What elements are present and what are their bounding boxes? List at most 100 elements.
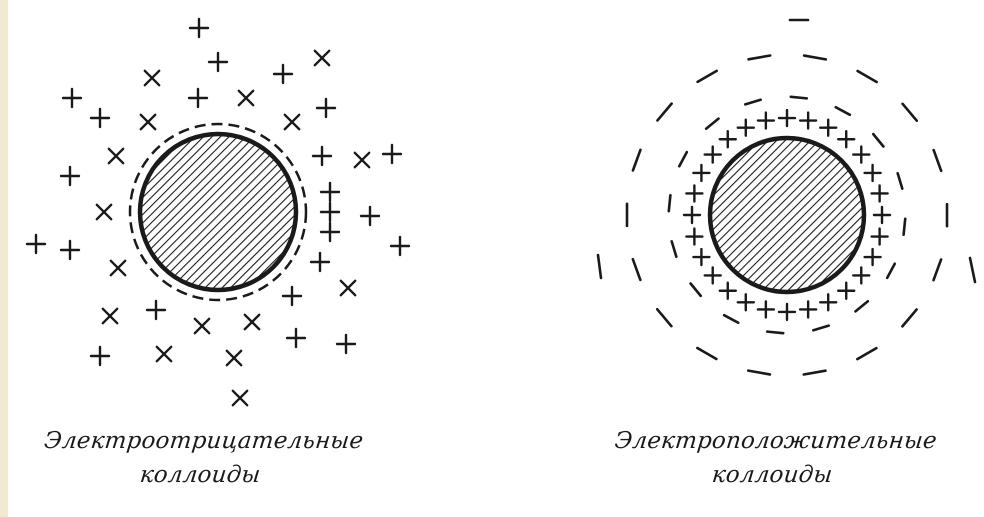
left-colloid	[27, 19, 409, 405]
plus-sign	[838, 283, 854, 299]
plus-sign	[838, 131, 854, 147]
plus-sign	[383, 145, 401, 163]
minus-dash	[804, 371, 826, 375]
minus-dash	[657, 104, 671, 121]
minus-dash	[767, 332, 783, 334]
plus-sign	[190, 19, 208, 37]
plus-sign	[274, 65, 292, 83]
cross-sign	[245, 315, 259, 329]
plus-sign	[853, 147, 869, 163]
plus-sign	[758, 301, 774, 317]
cross-sign	[355, 153, 369, 167]
minus-dash	[857, 348, 876, 359]
left-caption: Электроотрицательные коллоиды	[18, 424, 385, 492]
minus-dash	[934, 260, 942, 281]
plus-sign	[872, 185, 888, 201]
minus-dash	[679, 152, 687, 166]
plus-sign	[321, 203, 339, 221]
cross-sign	[141, 115, 155, 129]
plus-sign	[779, 304, 795, 320]
cross-sign	[227, 351, 241, 365]
minus-dash	[749, 56, 771, 60]
plus-sign	[209, 53, 227, 71]
cross-sign	[103, 309, 117, 323]
plus-sign	[317, 99, 335, 117]
plus-sign	[61, 241, 79, 259]
plus-sign	[27, 235, 45, 253]
minus-dash	[598, 255, 601, 278]
minus-dash	[672, 241, 677, 256]
cross-sign	[97, 205, 111, 219]
plus-sign	[361, 207, 379, 225]
plus-sign	[63, 89, 81, 107]
minus-dash	[970, 258, 975, 282]
plus-sign	[684, 207, 700, 223]
plus-sign	[865, 165, 881, 181]
plus-sign	[872, 229, 888, 245]
right-particle	[710, 138, 864, 292]
minus-dash	[855, 301, 867, 311]
minus-dash	[836, 107, 850, 115]
minus-dash	[691, 283, 701, 295]
plus-sign	[287, 329, 305, 347]
plus-sign	[91, 109, 109, 127]
cross-sign	[315, 51, 329, 65]
minus-dash	[898, 173, 903, 188]
plus-sign	[800, 113, 816, 129]
plus-sign	[189, 89, 207, 107]
minus-dash	[697, 348, 716, 359]
plus-sign	[693, 249, 709, 265]
right-colloid	[598, 20, 975, 374]
plus-sign	[337, 335, 355, 353]
cross-sign	[111, 261, 125, 275]
minus-dash	[902, 310, 916, 327]
minus-dash	[813, 326, 828, 331]
plus-sign	[800, 301, 816, 317]
plus-sign	[693, 165, 709, 181]
cross-sign	[285, 115, 299, 129]
cross-sign	[239, 91, 253, 105]
minus-dash	[791, 97, 807, 99]
plus-sign	[321, 223, 339, 241]
right-caption: Электроположительные коллоиды	[590, 424, 957, 492]
plus-sign	[738, 294, 754, 310]
plus-sign	[705, 147, 721, 163]
plus-sign	[91, 347, 109, 365]
minus-dash	[633, 259, 641, 280]
plus-sign	[865, 249, 881, 265]
cross-sign	[145, 71, 159, 85]
minus-dash	[657, 309, 671, 326]
cross-sign	[341, 281, 355, 295]
plus-sign	[705, 267, 721, 283]
plus-sign	[820, 294, 836, 310]
minus-dash	[903, 104, 917, 121]
plus-sign	[758, 113, 774, 129]
minus-dash	[934, 150, 942, 171]
plus-sign	[686, 229, 702, 245]
plus-sign	[738, 120, 754, 136]
plus-sign	[720, 283, 736, 299]
plus-sign	[720, 131, 736, 147]
plus-sign	[874, 207, 890, 223]
minus-dash	[887, 264, 895, 278]
minus-dash	[748, 371, 770, 375]
plus-sign	[853, 267, 869, 283]
minus-dash	[873, 134, 883, 146]
plus-sign	[321, 183, 339, 201]
minus-dash	[904, 219, 906, 235]
minus-dash	[804, 56, 826, 60]
minus-dash	[745, 100, 760, 105]
minus-dash	[858, 71, 877, 82]
cross-sign	[157, 347, 171, 361]
plus-sign	[779, 110, 795, 126]
plus-sign	[61, 167, 79, 185]
minus-dash	[669, 195, 671, 211]
minus-dash	[706, 119, 718, 129]
plus-sign	[147, 301, 165, 319]
plus-sign	[820, 120, 836, 136]
plus-sign	[391, 237, 409, 255]
plus-sign	[313, 147, 331, 165]
left-particle	[140, 134, 296, 290]
plus-sign	[311, 253, 329, 271]
